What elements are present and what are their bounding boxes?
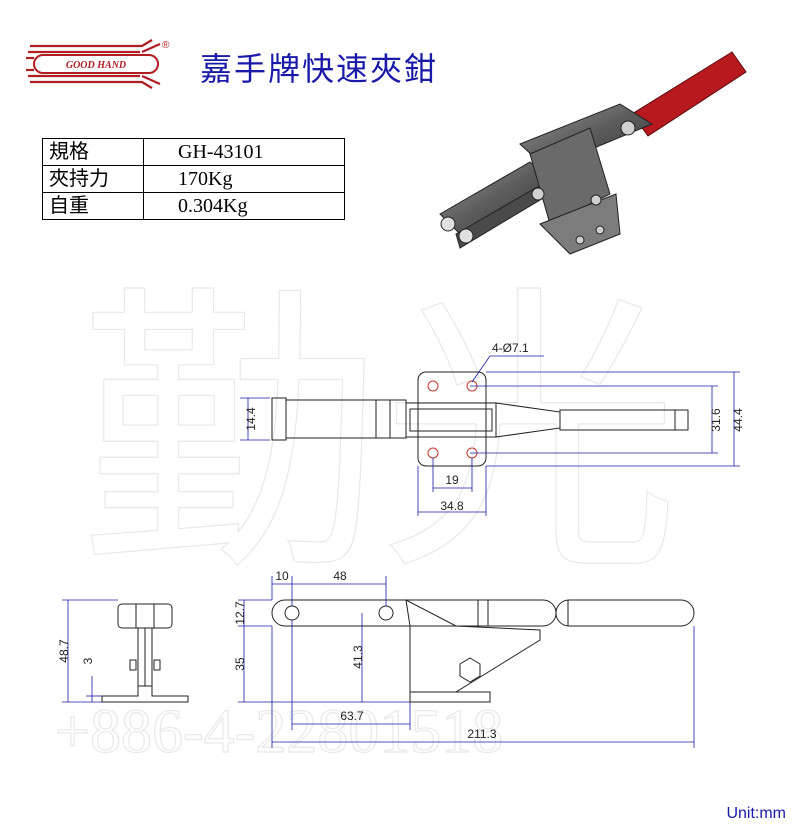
- watermark-chars: 勤光: [80, 273, 680, 605]
- dim-hole-spacing-x: 19: [445, 473, 459, 487]
- table-row: 自重 0.304Kg: [42, 192, 345, 220]
- spec-value: 0.304Kg: [143, 192, 345, 220]
- dim-12-7: 12.7: [233, 601, 247, 625]
- dim-35: 35: [233, 657, 247, 671]
- dim-hole-spacing-y: 31.6: [709, 408, 723, 432]
- dim-63-7: 63.7: [340, 709, 364, 723]
- side-view: [101, 603, 189, 703]
- dim-side-height: 48.7: [57, 639, 71, 663]
- dim-left-height: 14.4: [244, 407, 258, 431]
- dim-base-width: 44.4: [731, 408, 745, 432]
- unit-label: Unit:mm: [726, 805, 786, 822]
- spec-table: 規格 GH-43101 夾持力 170Kg 自重 0.304Kg: [42, 138, 345, 220]
- spec-value: GH-43101: [143, 138, 345, 166]
- dim-side-thickness: 3: [81, 657, 95, 664]
- spec-label: 自重: [42, 192, 144, 220]
- dim-10: 10: [275, 569, 289, 583]
- logo-text: GOOD HAND: [66, 60, 126, 71]
- dim-48: 48: [333, 569, 347, 583]
- top-view: [271, 371, 689, 467]
- front-view: [271, 599, 695, 703]
- hole-callout: 4-Ø7.1: [492, 341, 529, 355]
- registered-mark: ®: [162, 40, 170, 51]
- page-title: 嘉手牌快速夾鉗: [200, 50, 439, 88]
- brand-logo: GOOD HAND ®: [22, 36, 172, 92]
- watermark-phone: +886-4-22801518: [55, 698, 503, 766]
- dim-211-3: 211.3: [467, 727, 496, 741]
- dim-base-length: 34.8: [440, 499, 464, 513]
- clamp-3d-render: [439, 51, 747, 255]
- dim-41-3: 41.3: [351, 645, 365, 669]
- table-row: 規格 GH-43101: [42, 138, 345, 166]
- table-row: 夾持力 170Kg: [42, 165, 345, 193]
